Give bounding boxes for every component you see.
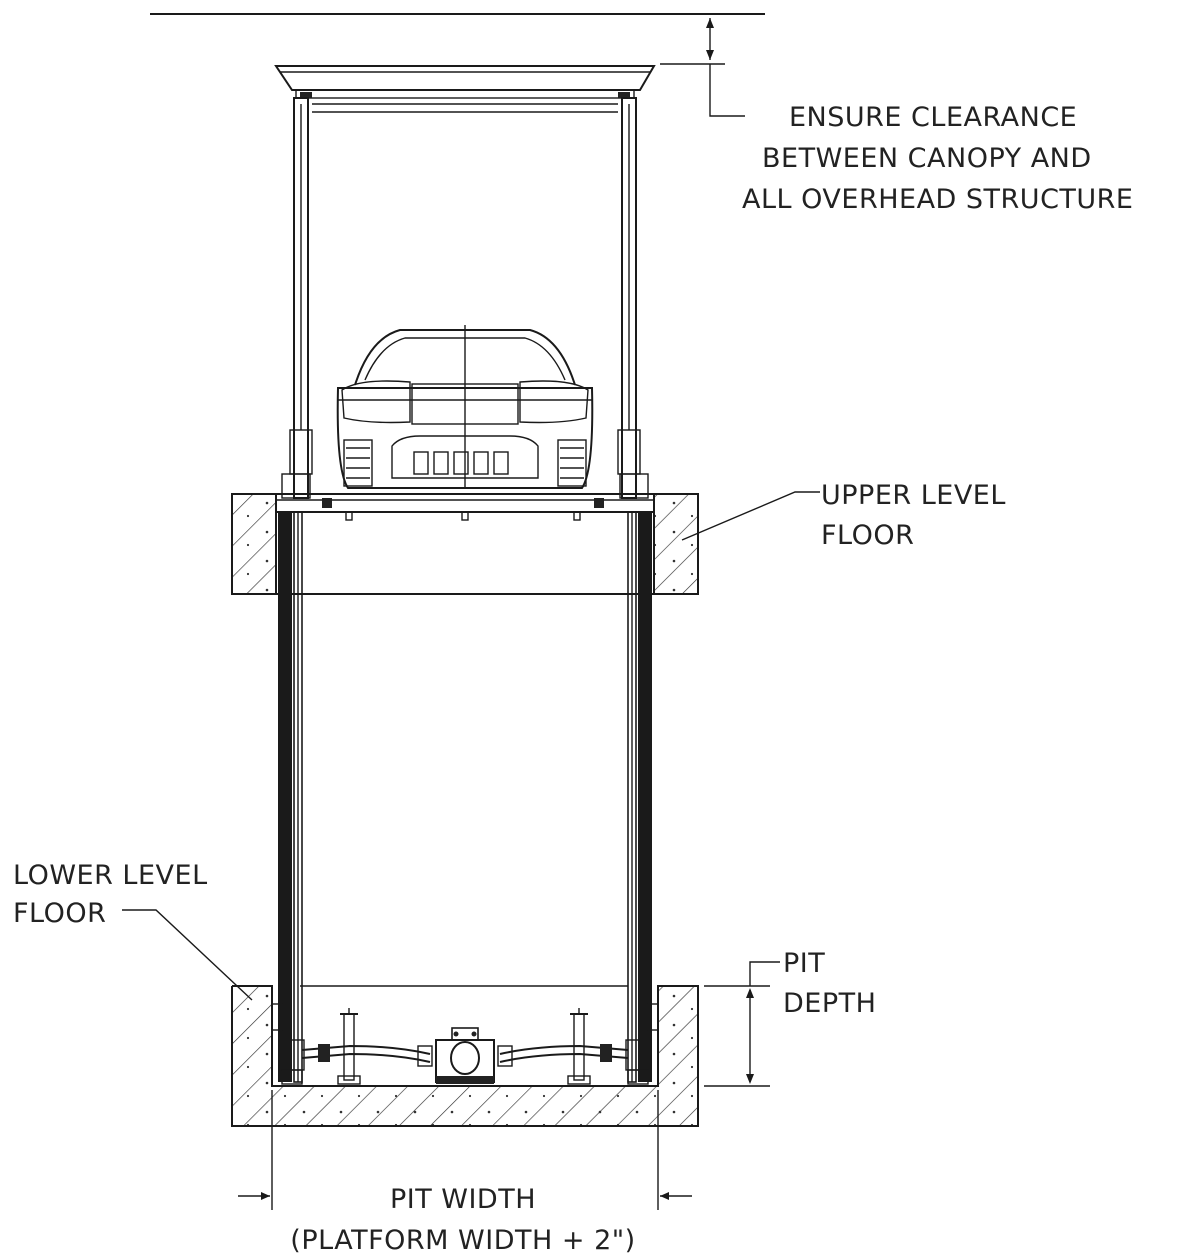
upper-floor-label-line-1: UPPER LEVEL [821,480,1006,511]
canopy [274,65,656,113]
clearance-note-line-2: BETWEEN CANOPY AND [762,143,1092,174]
lift-column-right [625,511,659,1085]
clearance-dimension [660,18,745,117]
upper-floor-label-line-2: FLOOR [821,520,914,551]
pit [231,985,699,1127]
lower-floor-label-line-1: LOWER LEVEL [13,860,208,891]
lower-floor-label-line-2: FLOOR [13,898,106,929]
pit-depth-label-line-1: PIT [783,948,825,979]
pit-width-dimension [238,1090,692,1210]
clearance-note-line-3: ALL OVERHEAD STRUCTURE [742,184,1134,215]
upper-level-floor [231,493,699,595]
car-rear-view [336,325,594,489]
pit-width-label-line-2: (PLATFORM WIDTH + 2") [290,1225,635,1256]
drive-mechanism [301,1008,629,1085]
clearance-note-line-1: ENSURE CLEARANCE [789,102,1077,133]
pit-width-label-line-1: PIT WIDTH [390,1184,536,1215]
pit-depth-dimension [704,961,780,1087]
lift-platform [275,493,655,521]
upper-floor-leader [681,491,820,541]
canopy-post-right [617,97,649,499]
lift-column-left [271,511,305,1085]
canopy-post-left [281,97,313,499]
pit-depth-label-line-2: DEPTH [783,988,876,1019]
lower-floor-leader [122,909,253,1001]
